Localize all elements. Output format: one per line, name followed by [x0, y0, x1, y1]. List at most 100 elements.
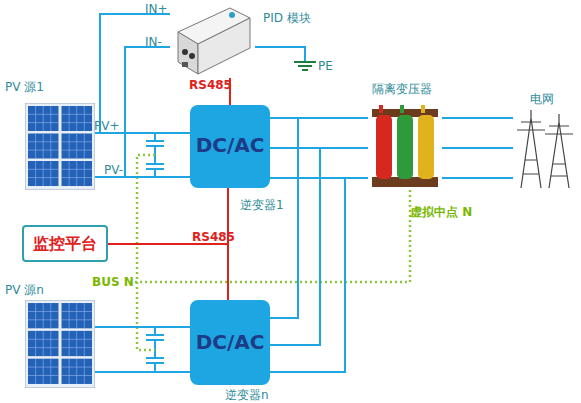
pv-panel: PV 源1: [25, 103, 95, 190]
isolation-transformer-part-part: [400, 105, 404, 113]
wire-connector: [442, 118, 513, 178]
power-grid-part-part: [545, 114, 573, 188]
isolation-transformer-part-part: [376, 115, 392, 179]
wire-connector: [270, 118, 368, 178]
pv-panel-part-part: [25, 103, 95, 190]
wire-connector: [95, 14, 170, 133]
wire-line: [270, 178, 368, 372]
isolation-transformer-part-part: [418, 115, 434, 179]
pv-panel-part-part: [62, 106, 93, 131]
power-grid-part: [513, 108, 575, 190]
wire-line: [95, 14, 170, 133]
pv-panel-part-part: [62, 134, 93, 159]
annotation-label: PE: [318, 60, 333, 72]
bus-n-wire-part: [130, 190, 410, 282]
pv-panel-part-part: [28, 161, 59, 186]
node-title: PV 源n: [5, 284, 44, 296]
wire-line: [270, 147, 368, 149]
pv-panel-part-part: [28, 359, 59, 384]
annotation-label: 虚拟中点 N: [410, 206, 472, 218]
wire-connector: [95, 133, 190, 134]
pv-panel-part-part: [28, 134, 59, 159]
isolation-transformer: 隔离变压器: [368, 103, 442, 190]
pv-panel-part-part: [28, 303, 59, 328]
wire-line: [95, 132, 190, 134]
monitor-box: 监控平台: [22, 225, 108, 262]
pid-module-part-part: [198, 18, 250, 74]
pv-panel-part-part: [62, 134, 93, 159]
wire-connector: [95, 177, 190, 178]
node-title: PV 源1: [5, 81, 44, 93]
wire-label: PV+: [94, 120, 120, 132]
pv-panel-part-part: [62, 359, 93, 384]
pv-panel-part-part: [62, 331, 93, 356]
wire-line: [270, 148, 368, 345]
isolation-transformer-part-part: [421, 105, 425, 113]
pv-panel-part-part: [28, 331, 59, 356]
ground-symbol: [255, 47, 316, 70]
pid-module-part: [170, 2, 255, 78]
pid-module-part-part: [182, 49, 188, 55]
pv-panel-part-part: [28, 161, 59, 186]
node-title: 电网: [530, 93, 554, 105]
power-grid-part-part: [517, 110, 545, 188]
pv-panel-part-part: [62, 161, 93, 186]
wire-label: RS485: [189, 79, 232, 91]
inverter-box: DC/AC逆变器1: [190, 105, 270, 188]
pe-wire: [255, 47, 305, 62]
wire-line: [270, 117, 368, 119]
pv-panel-part-part: [62, 359, 93, 384]
pv-panel-part-part: [62, 303, 93, 328]
node-caption: 逆变器1: [240, 199, 284, 211]
node-title: DC/AC: [190, 332, 270, 352]
pv-panel: PV 源n: [25, 300, 95, 388]
wire-line: [108, 244, 228, 300]
inverter-box: DC/AC逆变器n: [190, 300, 270, 385]
pv-panel-part-part: [62, 303, 93, 328]
pv-panel-part-part: [28, 106, 59, 131]
node-title: 监控平台: [24, 236, 106, 252]
ground-bars: [294, 62, 316, 70]
wire-line: [442, 117, 513, 119]
wire-line: [95, 176, 190, 178]
wire-label: PV-: [104, 164, 123, 176]
pv-panel-part-part: [28, 359, 59, 384]
annotation-label: BUS N: [92, 276, 134, 288]
pv-panel-part-part: [28, 303, 59, 328]
pid-module-part-part: [182, 62, 188, 67]
pid-module-part-part: [189, 53, 195, 59]
power-grid: 电网: [513, 108, 575, 190]
wire-connector: [95, 47, 170, 177]
wire-line: [442, 177, 513, 179]
node-title: DC/AC: [190, 135, 270, 155]
pv-panel-part: [25, 103, 95, 190]
pv-panel-part-part: [28, 134, 59, 159]
wire-line: [442, 147, 513, 149]
wire-line: [270, 118, 368, 318]
wire-connector: [108, 244, 228, 300]
bus-n-wire: [130, 155, 410, 350]
wire-connector: [270, 118, 368, 372]
wire-line: [95, 326, 190, 328]
pv-panel-part-part: [62, 331, 93, 356]
pid-module: PID 模块: [170, 2, 255, 78]
isolation-transformer-part: [368, 103, 442, 190]
wire-label: IN-: [145, 36, 162, 48]
isolation-transformer-part-part: [379, 105, 383, 113]
pid-module-part-part: [178, 32, 198, 74]
wire-label: IN+: [145, 3, 168, 15]
wire-line: [95, 47, 170, 177]
pv-panel-part-part: [25, 300, 95, 388]
node-title: 隔离变压器: [372, 83, 432, 95]
wire-connector: [95, 327, 190, 372]
pv-panel-part-part: [62, 106, 93, 131]
wire-label: RS485: [192, 231, 235, 243]
wire-line: [95, 371, 190, 373]
wire-line: [270, 177, 368, 179]
isolation-transformer-part-part: [397, 115, 413, 179]
bus-n-wire-part: [137, 155, 155, 350]
pv-panel-part-part: [62, 161, 93, 186]
pid-module-part-part: [229, 12, 235, 18]
